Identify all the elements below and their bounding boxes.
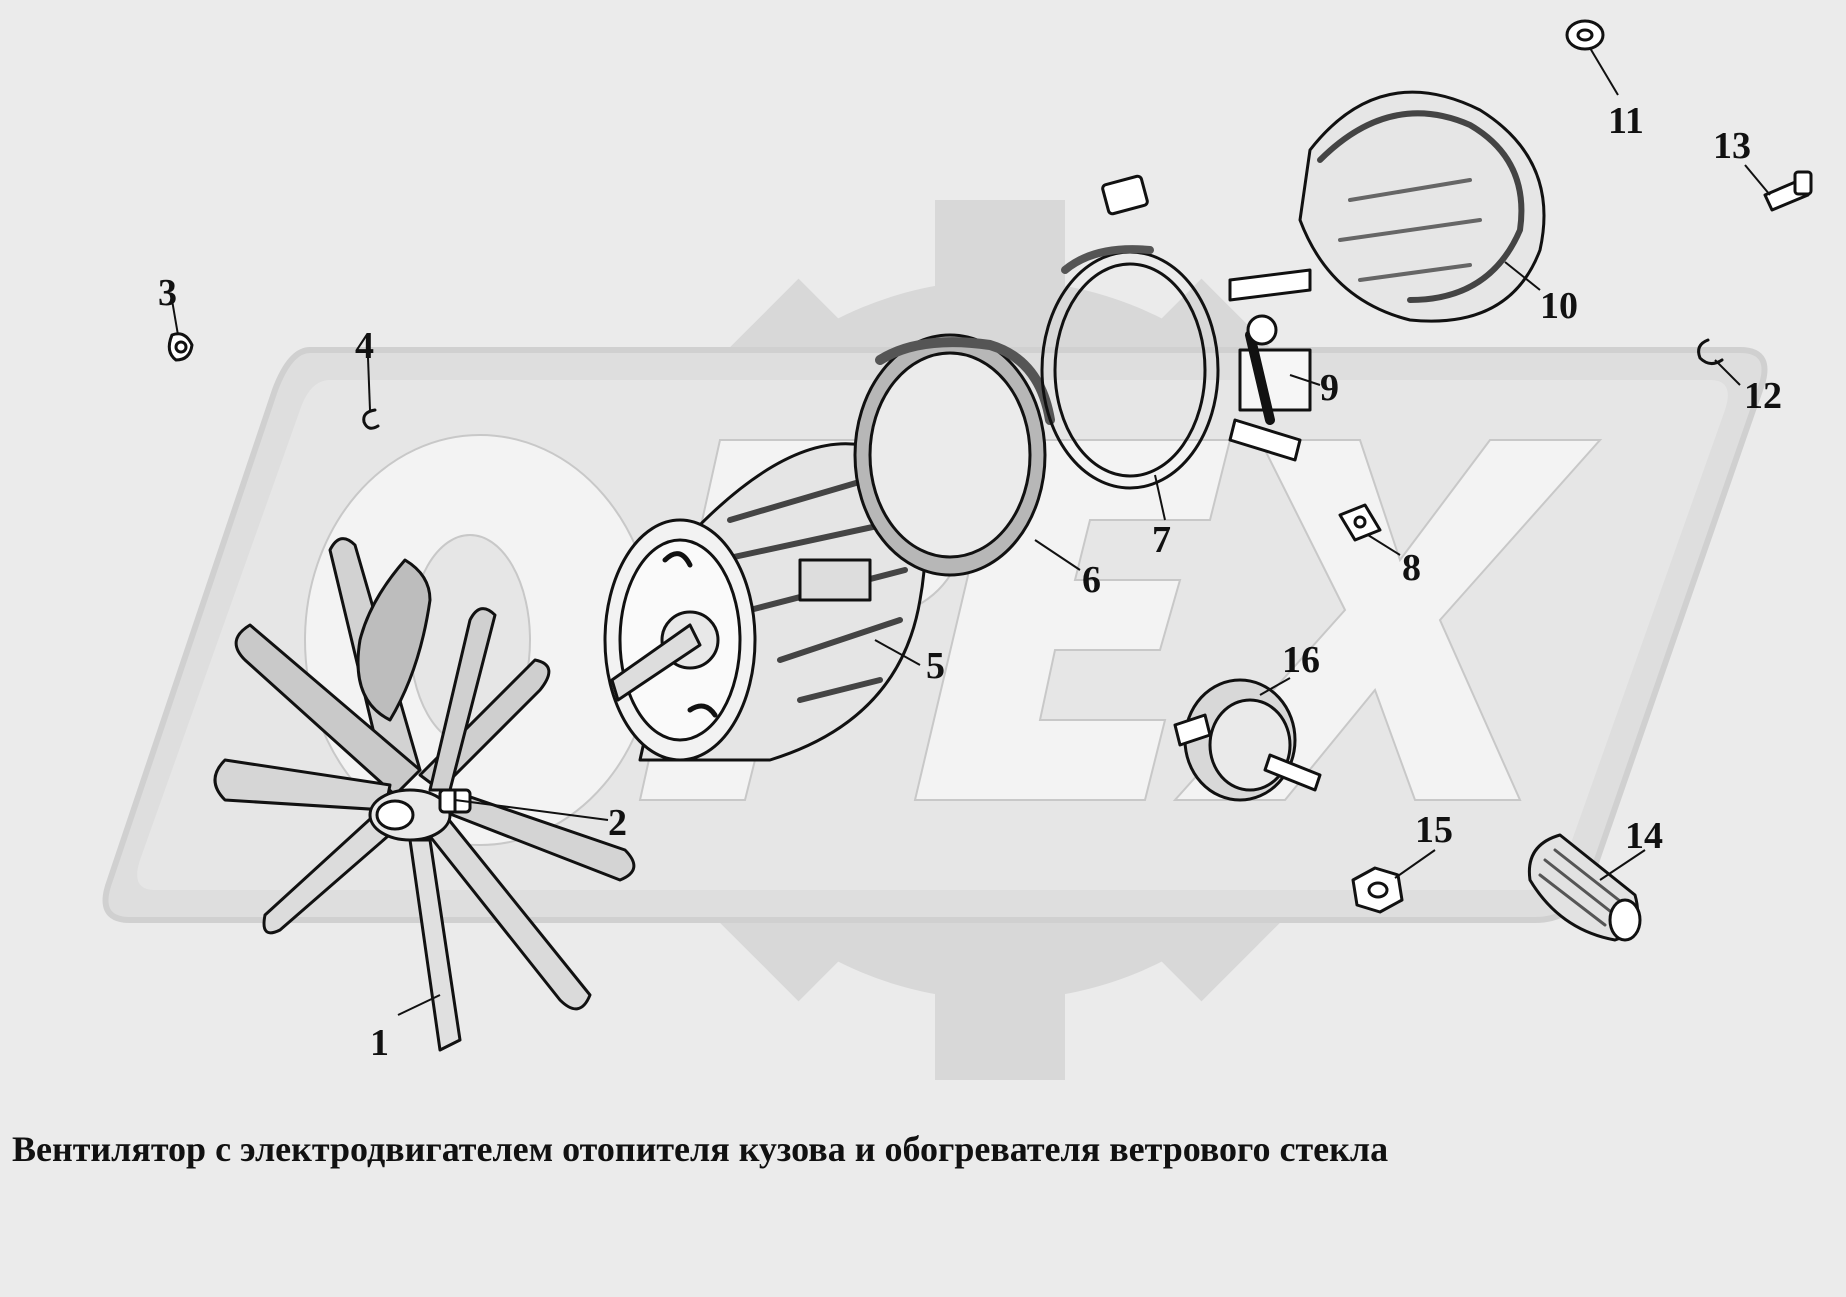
clamp-bolt (1228, 314, 1312, 462)
clip (362, 408, 380, 430)
callout-5: 5 (926, 645, 945, 687)
callout-3: 3 (158, 272, 177, 314)
electric-motor (603, 442, 927, 762)
callout-15: 15 (1415, 809, 1453, 851)
callout-1: 1 (370, 1022, 389, 1064)
callout-10: 10 (1540, 285, 1578, 327)
callout-16: 16 (1282, 639, 1320, 681)
callout-2: 2 (608, 802, 627, 844)
callout-7: 7 (1152, 519, 1171, 561)
callout-11: 11 (1608, 100, 1644, 142)
callout-14: 14 (1625, 815, 1663, 857)
nut (167, 332, 194, 362)
washer (1565, 19, 1605, 51)
callout-labels: 1 2 3 4 5 6 7 8 9 10 11 12 13 14 15 16 (158, 100, 1782, 1064)
square-nut (1338, 503, 1382, 542)
rubber-ring (853, 333, 1055, 577)
callout-9: 9 (1320, 367, 1339, 409)
leader-lines (171, 47, 1771, 1016)
spring-clip (1697, 338, 1724, 365)
clamp-band (1040, 174, 1220, 490)
hex-nut (1351, 866, 1404, 914)
switch (1173, 678, 1322, 802)
callout-13: 13 (1713, 125, 1751, 167)
callout-8: 8 (1402, 547, 1421, 589)
callout-6: 6 (1082, 559, 1101, 601)
callout-4: 4 (355, 325, 374, 367)
diagram-caption: Вентилятор с электродвигателем отопителя… (12, 1129, 1389, 1169)
housing-cover (1228, 90, 1546, 323)
screw (1763, 170, 1813, 212)
knob (1527, 833, 1642, 942)
fan-impeller (213, 537, 636, 1052)
callout-12: 12 (1744, 375, 1782, 417)
